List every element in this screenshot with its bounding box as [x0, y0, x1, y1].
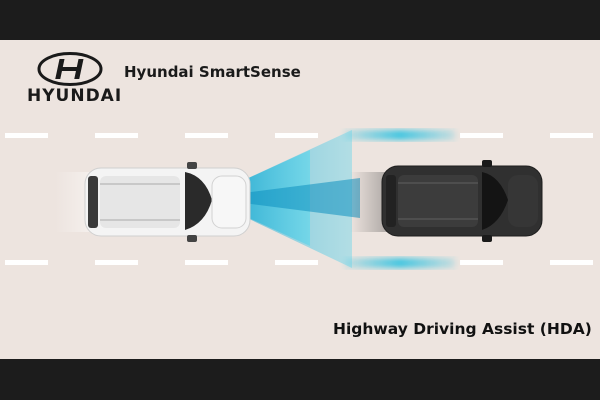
own-vehicle	[55, 162, 251, 242]
letterbox-top	[0, 0, 600, 40]
hyundai-wordmark: HYUNDAI	[27, 86, 123, 106]
feature-caption: Highway Driving Assist (HDA)	[333, 320, 592, 338]
hyundai-logo-icon	[25, 52, 115, 108]
lead-vehicle	[350, 160, 543, 242]
letterbox-bottom	[0, 359, 600, 400]
lane-markings-bottom	[5, 260, 593, 265]
sensor-beam	[205, 130, 360, 268]
brand-name: Hyundai SmartSense	[124, 63, 301, 81]
lane-highlight-top	[345, 130, 455, 140]
lane-highlight-bottom	[345, 258, 455, 268]
lane-markings-top	[5, 133, 593, 138]
